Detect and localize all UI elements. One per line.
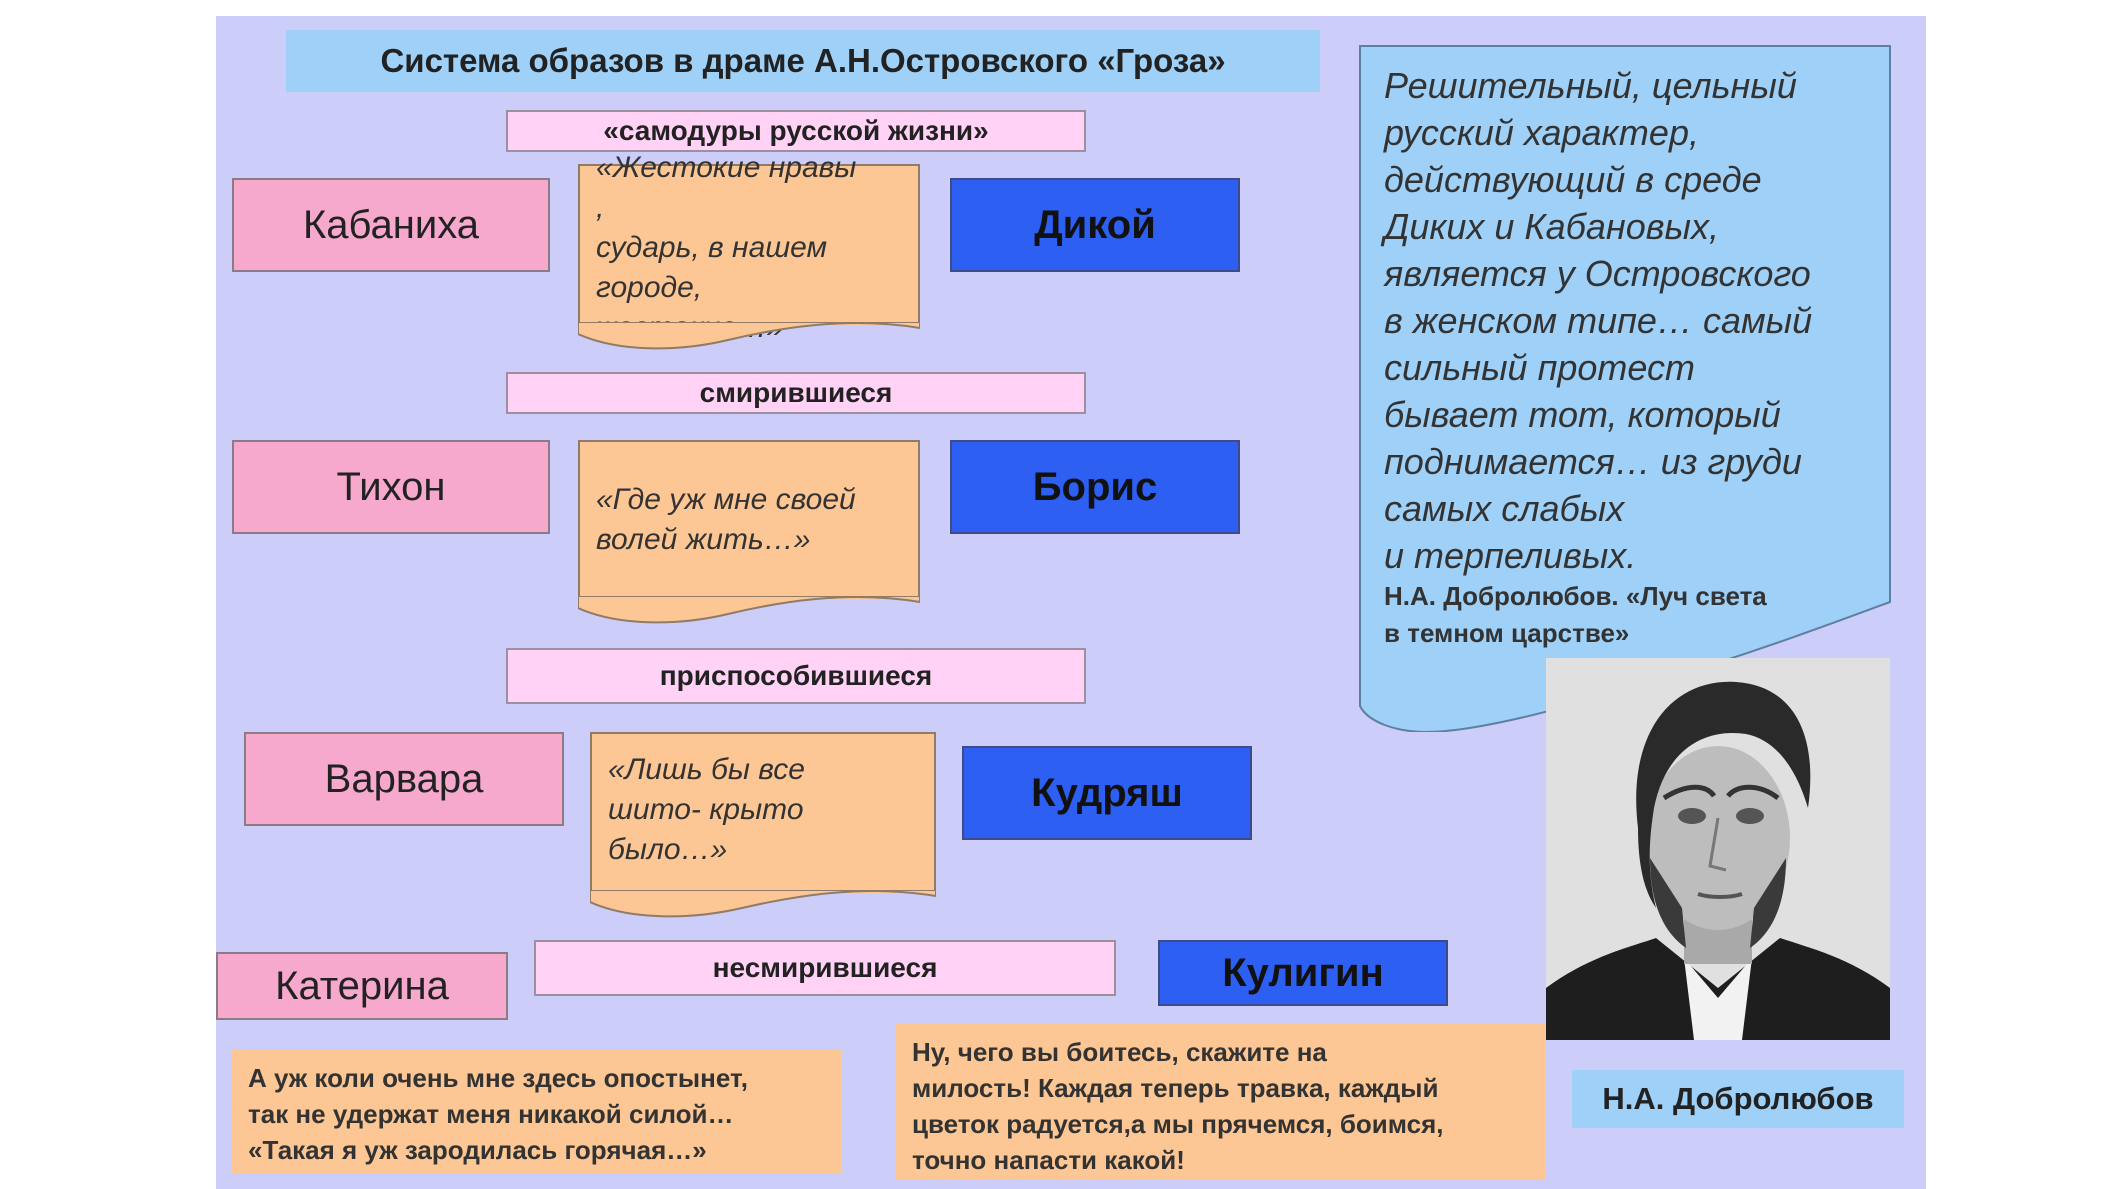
category-smirivshiesya: смирившиеся — [506, 372, 1086, 414]
note-wave-edge — [590, 890, 936, 918]
note-wave-edge — [578, 322, 920, 350]
character-kabanikha: Кабаниха — [232, 178, 550, 272]
slide-title: Система образов в драме А.Н.Островского … — [286, 30, 1320, 92]
bubble-quote-text: Решительный, цельный русский характер, д… — [1384, 65, 1813, 576]
portrait-caption: Н.А. Добролюбов — [1572, 1070, 1904, 1128]
bubble-quote-source: Н.А. Добролюбов. «Луч света в темном цар… — [1384, 581, 1767, 648]
category-samodury: «самодуры русской жизни» — [506, 110, 1086, 152]
character-kuligin: Кулигин — [1158, 940, 1448, 1006]
character-tikhon: Тихон — [232, 440, 550, 534]
portrait-drawing — [1546, 658, 1890, 1040]
note-wave-edge — [578, 596, 920, 624]
dobrolyubov-portrait — [1546, 658, 1890, 1040]
character-dikoy: Дикой — [950, 178, 1240, 272]
note-covered-up-text: «Лишь бы все шито- крыто было…» — [608, 753, 805, 866]
character-boris: Борис — [950, 440, 1240, 534]
note-covered-up: «Лишь бы все шито- крыто было…» — [590, 732, 936, 918]
category-prisposobivshiesya: приспособившиеся — [506, 648, 1086, 704]
note-cruel-customs: «Жестокие нравы , сударь, в нашем городе… — [578, 151, 920, 350]
note-own-will: «Где уж мне своей волей жить…» — [578, 440, 920, 624]
character-katerina: Катерина — [216, 952, 508, 1020]
quote-kuligin: Ну, чего вы боитесь, скажите на милость!… — [896, 1024, 1546, 1180]
character-kudryash: Кудряш — [962, 746, 1252, 840]
quote-katerina: А уж коли очень мне здесь опостынет, так… — [232, 1050, 842, 1174]
category-nesmirivshiesya: несмирившиеся — [534, 940, 1116, 996]
character-varvara: Варвара — [244, 732, 564, 826]
dobrolyubov-quote-bubble: Решительный, цельный русский характер, д… — [1356, 42, 1894, 732]
note-own-will-text: «Где уж мне своей волей жить…» — [596, 483, 856, 556]
note-cruel-customs-text: «Жестокие нравы , сударь, в нашем городе… — [596, 151, 857, 344]
